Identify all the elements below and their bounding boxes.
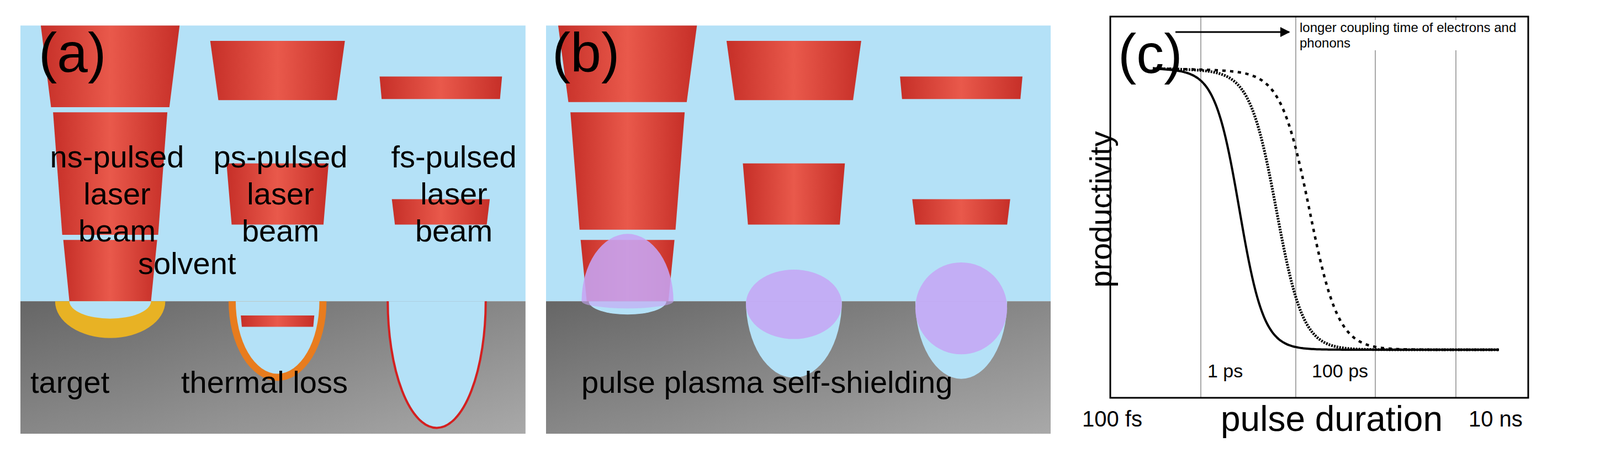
laser-beam-segment (726, 40, 862, 100)
panel-letter: (a) (38, 20, 107, 85)
laser-beam-segment (912, 198, 1010, 225)
curve-dense-dotted (1152, 68, 1499, 350)
axis-title: pulse duration (1188, 398, 1476, 440)
laser-beam-segment (240, 315, 315, 327)
panel-letter: (b) (552, 20, 620, 85)
panel-c-chart (1110, 16, 1529, 398)
grid-line (1455, 16, 1457, 398)
curve-solid (1152, 68, 1499, 350)
plot-frame (1110, 16, 1529, 398)
solvent-region (546, 25, 1051, 301)
target-label: target (30, 364, 110, 400)
grid-line (1295, 16, 1297, 398)
thermal-loss-label: thermal loss (181, 364, 348, 400)
plasma-label: pulse plasma self-shielding (581, 364, 953, 400)
tick-label: 1 ps (1205, 359, 1245, 382)
beam-label: ps-pulsed laser beam (205, 138, 356, 250)
crater (235, 300, 320, 374)
plasma-plume (581, 233, 674, 301)
grid-line (1200, 16, 1202, 398)
beam-label: ns-pulsed laser beam (42, 138, 192, 250)
plasma-plume (745, 269, 842, 339)
plasma-plume (581, 300, 674, 309)
axis-end-label: 100 fs (1082, 405, 1143, 432)
axis-title: productivity (1083, 130, 1119, 288)
beam-label: fs-pulsed laser beam (379, 138, 529, 250)
laser-beam-segment (379, 76, 503, 100)
thin-thermal-zone (387, 300, 486, 428)
crater (69, 300, 152, 319)
solvent-label: solvent (138, 245, 236, 282)
crater (387, 300, 486, 428)
laser-beam-segment (743, 163, 846, 225)
laser-beam-segment (210, 40, 346, 100)
target-region (20, 300, 526, 434)
axis-end-label: 10 ns (1468, 405, 1523, 432)
thermal-zone (55, 300, 166, 338)
laser-beam-segment (570, 112, 685, 230)
panel-letter: (c) (1118, 22, 1183, 86)
plasma-plume (915, 262, 1008, 354)
laser-beam-segment (899, 76, 1023, 100)
curve-dotted (1152, 68, 1499, 350)
grid-line (1374, 16, 1376, 398)
arrow-note: longer coupling time of electrons and ph… (1297, 19, 1523, 51)
panel-b (546, 25, 1051, 434)
shift-arrow (1175, 31, 1290, 34)
tick-label: 100 ps (1309, 359, 1371, 382)
